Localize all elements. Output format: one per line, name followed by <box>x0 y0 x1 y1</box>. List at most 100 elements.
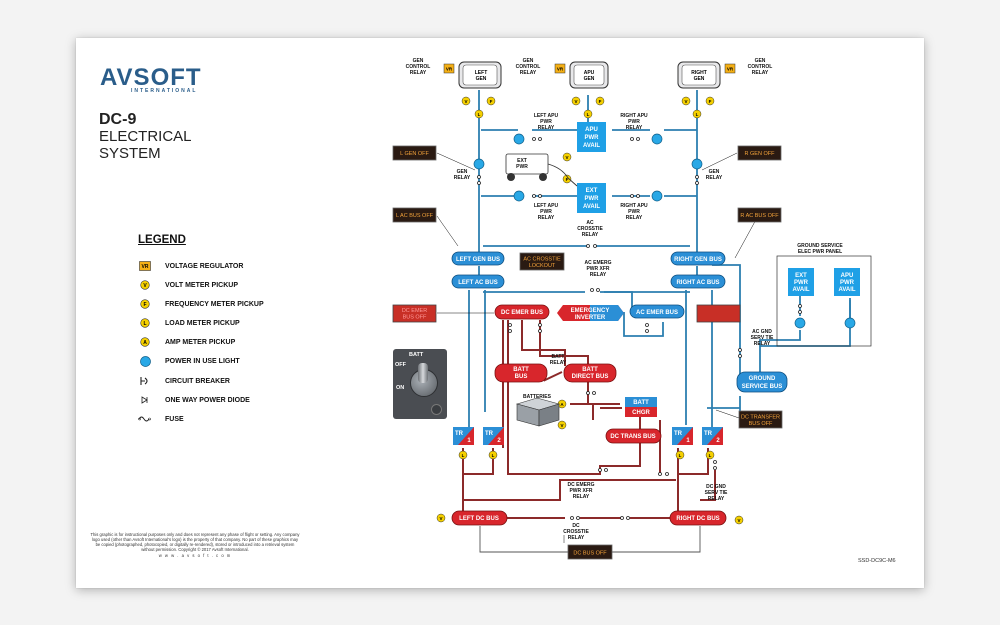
dc-buses: DC EMER BUS BATT BUS BATT DIRECT BUS DC … <box>451 304 727 526</box>
relay-contact <box>798 304 802 308</box>
disclaimer: This graphic is for instructional purpos… <box>90 532 300 558</box>
relay-label: PWR <box>540 119 552 125</box>
battery-side <box>538 403 560 427</box>
circuit-breaker-icon <box>140 377 148 385</box>
inverter-right <box>590 305 624 321</box>
ac-wire <box>799 294 851 318</box>
tr-1-right: TR 1 <box>672 427 693 445</box>
pwr-label: PWR <box>585 196 600 202</box>
right-dc-bus <box>669 510 727 526</box>
relay-contact <box>738 354 742 358</box>
relay-label: LEFT APU <box>534 203 559 209</box>
relay-label: PWR XFR <box>569 488 592 494</box>
volt-meter-icon <box>571 96 581 106</box>
load-meter-icon <box>675 450 685 460</box>
relay-label: AC GND <box>752 329 772 335</box>
relay-label: RELAY <box>706 175 723 181</box>
relay-label: PWR <box>628 119 640 125</box>
toggle-lever[interactable] <box>418 363 428 383</box>
relay-label: RELAY <box>454 175 471 181</box>
left-gen-face <box>462 64 498 86</box>
bus-label: RIGHT AC BUS <box>676 280 719 286</box>
tr-label: TR <box>674 431 683 437</box>
volt-meter-icon <box>436 513 446 523</box>
pickup-label: A <box>560 402 564 407</box>
relay-label: PWR XFR <box>586 266 609 272</box>
ext-pwr-avail-bg <box>577 183 606 213</box>
pointer-line <box>715 409 740 419</box>
pickup-label: F <box>490 99 493 104</box>
bus-label: AC EMER BUS <box>636 310 678 316</box>
pwr-label: APU <box>585 127 598 133</box>
load-meter-icon <box>474 109 484 119</box>
apu-pwr-avail-box: APU PWR AVAIL <box>577 122 606 152</box>
load-meter-icon <box>583 109 593 119</box>
relay-contact <box>598 468 602 472</box>
subtitle-line-2: SYSTEM <box>99 145 161 162</box>
legend-item-volt-meter: V VOLT METER PICKUP <box>137 280 238 290</box>
subtitle-line-1: ELECTRICAL <box>99 128 192 145</box>
annunciator-text: DC TRANSFER <box>741 415 780 421</box>
relay-label: GEN <box>755 58 766 64</box>
relay-contact <box>538 194 542 198</box>
fuse-icon <box>138 416 151 422</box>
relay-label: CONTROL <box>516 64 541 70</box>
power-in-use-light-icon <box>651 133 663 145</box>
avsoft-logo: AVSOFT <box>100 64 202 91</box>
batt-direct-bus <box>563 363 617 383</box>
svg-text:VR: VR <box>142 264 149 270</box>
relay-label: CROSSTIE <box>577 226 603 232</box>
relay-contact <box>604 468 608 472</box>
ground-service-panel-frame <box>776 255 872 347</box>
vr-right: VR <box>724 63 736 74</box>
power-in-use-light-icon <box>844 317 856 329</box>
relay-contact <box>636 194 640 198</box>
pickup-label: V <box>565 155 568 160</box>
power-in-use-light-icon <box>473 158 485 170</box>
relay-label: RIGHT APU <box>620 113 648 119</box>
avsoft-logo-subtitle: INTERNATIONAL <box>131 88 198 94</box>
volt-meter-icon <box>461 96 471 106</box>
power-in-use-light-icon <box>794 317 806 329</box>
dc-wire <box>700 470 716 501</box>
relay-label: RELAY <box>626 125 643 131</box>
annunciator-text: DC EMER <box>402 308 427 314</box>
relay-label: DC <box>572 523 580 529</box>
vr-box <box>554 63 566 74</box>
bus-label: RIGHT GEN BUS <box>674 257 722 263</box>
power-in-use-light-icon <box>513 133 525 145</box>
relay-contact <box>508 323 512 327</box>
tr-bottom <box>458 427 474 445</box>
legend-label: POWER IN USE LIGHT <box>165 358 240 365</box>
vr-box <box>443 63 455 74</box>
ac-wire <box>604 291 633 310</box>
tr-number: 2 <box>497 438 501 444</box>
legend-item-power-light: POWER IN USE LIGHT <box>137 356 240 367</box>
bus-label: RIGHT DC BUS <box>676 516 719 522</box>
page-subtitle: ELECTRICAL SYSTEM <box>99 128 192 162</box>
relay-label: AC <box>586 220 594 226</box>
amp-meter-icon: A <box>140 337 150 347</box>
legend-item-voltage-regulator: VR VOLTAGE REGULATOR <box>137 261 243 271</box>
relay-label: RELAY <box>708 496 725 502</box>
frequency-meter-icon <box>562 174 572 184</box>
pointer-line <box>436 152 476 171</box>
bus-label: DC EMER BUS <box>501 310 543 316</box>
gs-apu-pwr-avail-box: APU PWR AVAIL <box>834 268 860 296</box>
right-ac-bus <box>670 274 726 289</box>
legend-title: LEGEND <box>138 234 186 246</box>
svg-text:A: A <box>143 340 147 346</box>
relay-label: RELAY <box>573 494 590 500</box>
gs-ext-bg <box>788 268 814 296</box>
relay-contact <box>538 137 542 141</box>
relay-label: RELAY <box>520 70 537 76</box>
r-gen-off-light <box>737 145 782 161</box>
relay-label: DC EMERG <box>568 482 595 488</box>
battery-switch-panel[interactable]: BATT OFF ON <box>393 349 447 419</box>
tr-bottom <box>707 427 723 445</box>
volt-meter-icon <box>734 515 744 525</box>
right-gen-label-1: RIGHT <box>691 70 707 76</box>
pickup-label: V <box>684 99 687 104</box>
ac-wire <box>712 264 741 378</box>
